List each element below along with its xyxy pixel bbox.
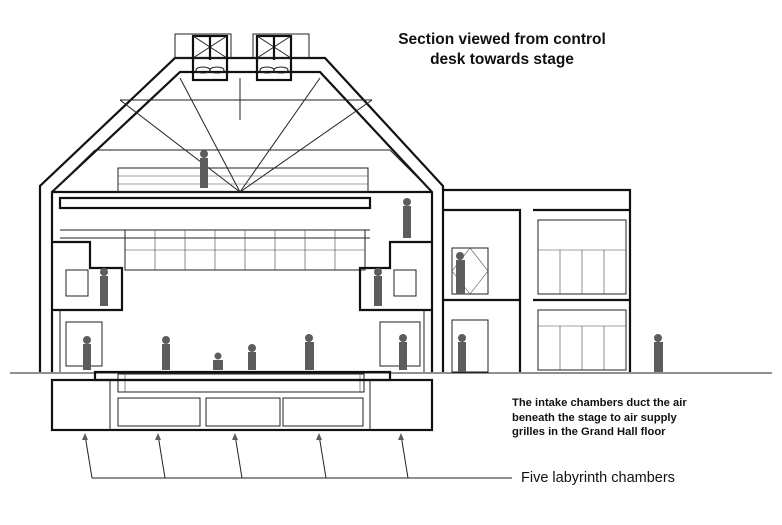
gallery-left: [52, 240, 124, 372]
gallery-right: [358, 240, 432, 372]
chambers-label: Five labyrinth chambers: [521, 470, 675, 486]
note-line-3: grilles in the Grand Hall floor: [512, 426, 666, 438]
intake-chamber-note: The intake chambers duct the air beneath…: [512, 396, 752, 440]
person-figure: [456, 252, 465, 294]
hall-roof-outer: [38, 56, 445, 372]
ceiling-grid: [58, 196, 372, 271]
labyrinth-chambers: [50, 378, 434, 432]
person-figure: [100, 268, 108, 306]
title-line-2: desk towards stage: [430, 51, 574, 68]
stage-floor: [93, 370, 392, 393]
note-line-2: beneath the stage to air supply: [512, 411, 677, 424]
diagram-title: Section viewed from control desk towards…: [372, 30, 632, 70]
person-figure: [399, 334, 407, 370]
person-figure: [162, 336, 170, 370]
person-figure: [83, 336, 91, 370]
person-figure: [200, 150, 208, 188]
person-figure: [248, 344, 256, 370]
roof-fan-left: [174, 33, 232, 82]
upper-catwalk: [52, 167, 432, 194]
note-line-1: The intake chambers duct the air: [512, 397, 687, 409]
people-silhouettes: [83, 150, 663, 372]
hall-roof-inner: [50, 70, 434, 372]
person-figure: [654, 334, 663, 372]
person-figure: [374, 268, 382, 306]
chamber-arrows: [82, 433, 512, 479]
roof-fan-right: [252, 33, 310, 82]
roof-truss: [51, 77, 433, 193]
annex-building: [443, 188, 632, 373]
person-figure: [305, 334, 314, 370]
person-figure: [213, 352, 223, 370]
title-line-1: Section viewed from control: [398, 31, 606, 48]
person-figure: [403, 198, 411, 238]
person-figure: [458, 334, 466, 372]
